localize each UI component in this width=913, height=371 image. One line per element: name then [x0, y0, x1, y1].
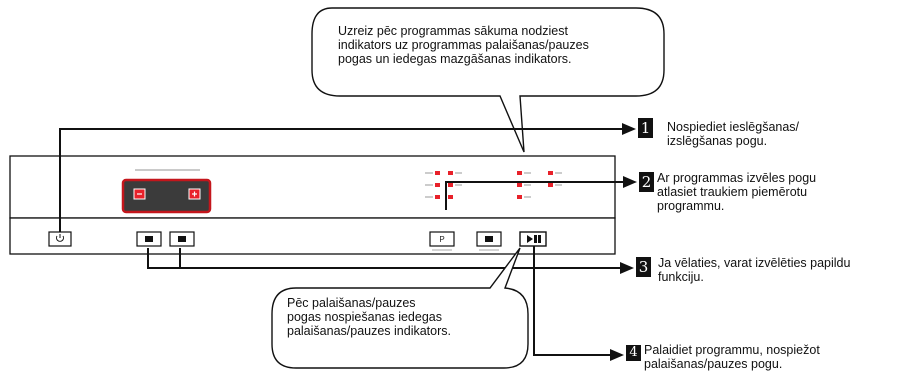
control-panel-upper	[9, 155, 616, 219]
indicator-led	[517, 171, 522, 175]
top-callout-bubble	[311, 7, 665, 153]
indicator-led	[435, 183, 440, 187]
indicator-led	[435, 171, 440, 175]
indicator-led	[448, 183, 453, 187]
option-button-1[interactable]	[136, 231, 162, 247]
step-2-number: 2	[639, 172, 654, 192]
option-button-2[interactable]	[169, 231, 195, 247]
start-pause-button[interactable]	[519, 231, 547, 247]
indicator-led	[435, 195, 440, 199]
step-4-text: Palaidiet programmu, nospiežot palaišana…	[644, 343, 820, 371]
indicator-leds	[425, 171, 562, 199]
top-callout-text: Uzreiz pēc programmas sākuma nodziest in…	[338, 24, 589, 66]
step-3-number: 3	[636, 257, 651, 277]
indicator-led	[448, 171, 453, 175]
indicator-led	[548, 183, 553, 187]
bottom-callout-bubble	[271, 247, 529, 369]
option-button-3[interactable]	[476, 231, 502, 247]
bottom-callout-text: Pēc palaišanas/pauzes pogas nospiešanas …	[287, 296, 451, 338]
indicator-led	[448, 195, 453, 199]
indicator-led	[548, 171, 553, 175]
display-highlight	[121, 178, 212, 214]
arrowheads	[610, 123, 637, 361]
indicator-led	[517, 183, 522, 187]
power-icon	[56, 234, 64, 242]
power-button[interactable]	[48, 231, 72, 247]
leader-lines	[59, 128, 623, 356]
indicator-led	[517, 195, 522, 199]
program-button-label: P	[439, 235, 445, 244]
program-button[interactable]	[429, 231, 455, 247]
step-1-number: 1	[638, 118, 653, 138]
step-2-text: Ar programmas izvēles pogu atlasiet trau…	[657, 171, 817, 213]
play-pause-icon	[527, 235, 541, 243]
control-panel-lower	[9, 217, 616, 255]
step-3-text: Ja vēlaties, varat izvēlēties papildu fu…	[658, 256, 851, 284]
step-1-text: Nospiediet ieslēgšanas/ izslēgšanas pogu…	[667, 120, 800, 148]
step-4-number: 4	[626, 345, 641, 361]
